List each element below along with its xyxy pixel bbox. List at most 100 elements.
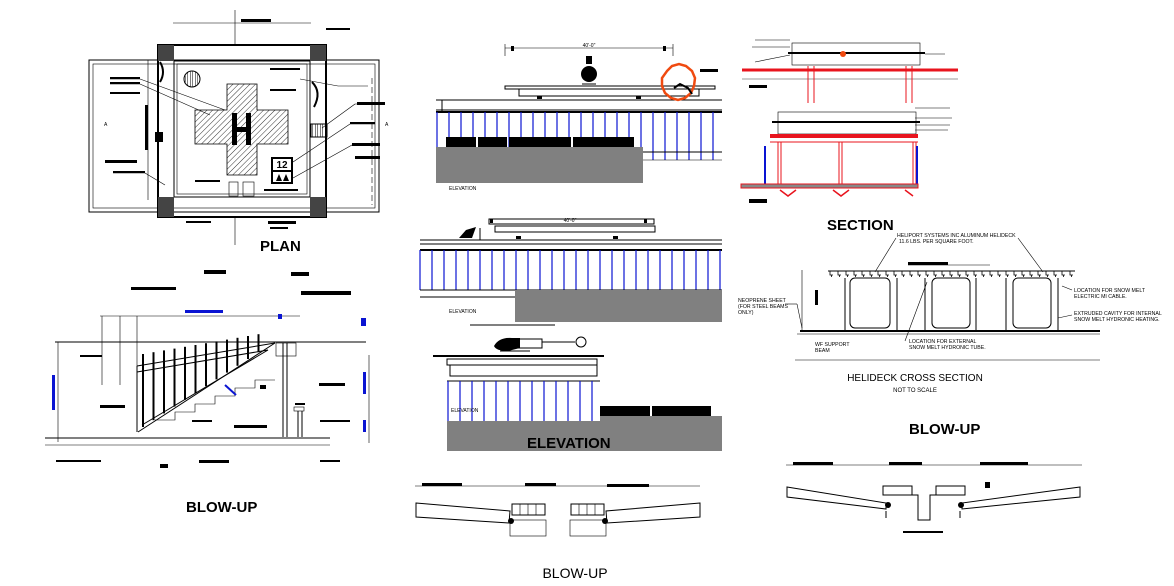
blowup-right-title: BLOW-UP xyxy=(909,421,980,438)
section-red-posts-bottom xyxy=(777,142,917,188)
deck-tooth xyxy=(997,271,1001,277)
deck-tooth xyxy=(869,271,873,277)
plan-section-marker-left: A xyxy=(104,122,108,128)
note-cavity-line2: SNOW MELT HYDRONIC HEATING. xyxy=(1074,317,1160,323)
elevation-top-dark-band xyxy=(446,137,634,147)
elevation-bottom-ground xyxy=(447,416,722,451)
helicopter-side-icon xyxy=(494,336,587,352)
deck-tooth xyxy=(829,271,833,277)
plan-view: 12 xyxy=(88,10,389,255)
deck-tooth xyxy=(885,271,889,277)
note-neoprene-line2: (FOR STEEL BEAMS xyxy=(738,304,789,310)
blowup-bottom-left-slab xyxy=(415,502,511,524)
note-electric-line1: LOCATION FOR SNOW MELT xyxy=(1074,288,1146,294)
deck-tooth xyxy=(837,271,841,277)
blowup-bottom-right-slab xyxy=(605,502,701,524)
elevation-middle-wall-ribs xyxy=(419,250,721,290)
deck-tooth xyxy=(989,271,993,277)
plan-corner-columns xyxy=(158,45,326,217)
note-cavity-line1: EXTRUDED CAVITY FOR INTERNAL xyxy=(1074,311,1162,317)
plan-door-right xyxy=(242,181,255,197)
deck-tooth xyxy=(949,271,953,277)
elevation-middle-dimension: 40'-0" xyxy=(564,218,577,224)
section-leaders-bottom xyxy=(915,107,952,131)
plan-sign-number: 12 xyxy=(276,160,288,171)
blowup-stair-title: BLOW-UP xyxy=(186,499,257,516)
elevation-bottom-caption: ELEVATION xyxy=(451,408,479,414)
elevation-top-caption: ELEVATION xyxy=(449,186,477,192)
note-neoprene-line1: NEOPRENE SHEET xyxy=(738,298,787,304)
deck-tooth xyxy=(861,271,865,277)
deck-tooth xyxy=(1029,271,1033,277)
elevation-middle-caption: ELEVATION xyxy=(449,309,477,315)
deck-tooth xyxy=(941,271,945,277)
plan-section-marker-right: A xyxy=(385,122,389,128)
deck-tooth xyxy=(917,271,921,277)
stair-balusters xyxy=(142,334,260,427)
section-leaders-top xyxy=(752,39,945,63)
section-title: SECTION xyxy=(827,217,894,234)
deck-tooth xyxy=(1013,271,1017,277)
note-helideck-weight: 11.6 LBS. PER SQUARE FOOT. xyxy=(899,239,974,245)
blowup-bottom-title: BLOW-UP xyxy=(542,565,607,581)
deck-tooth xyxy=(877,271,881,277)
deck-tooth xyxy=(965,271,969,277)
deck-cells xyxy=(844,277,1059,330)
blowup-bottom: BLOW-UP xyxy=(415,483,701,581)
elevation-middle: 40'-0" ELEVATION xyxy=(419,218,722,322)
plan-sign-box: 12 xyxy=(271,157,293,184)
elevation-bottom-wall-ribs xyxy=(447,381,593,421)
note-beam-line2: BEAM xyxy=(815,348,830,354)
section-red-posts-top xyxy=(807,66,913,103)
plan-helipad-edge xyxy=(173,60,311,198)
elevation-bottom: ELEVATION ELEVATION xyxy=(433,324,722,452)
deck-tooth xyxy=(957,271,961,277)
deck-tooth xyxy=(1053,271,1057,277)
plan-title: PLAN xyxy=(260,238,301,255)
deck-tooth xyxy=(1061,271,1065,277)
plan-label-bars xyxy=(105,28,385,229)
plan-light-icon xyxy=(183,70,201,88)
plan-slab-outline xyxy=(88,59,380,213)
deck-tooth xyxy=(981,271,985,277)
deck-tooth xyxy=(1069,271,1073,277)
blowup-right-left-slab xyxy=(786,486,887,510)
note-beam-line1: WF SUPPORT xyxy=(815,342,850,348)
deck-tooth xyxy=(845,271,849,277)
plan-h-marking xyxy=(232,113,251,145)
deck-tooth xyxy=(853,271,857,277)
deck-tooth xyxy=(901,271,905,277)
section-view: SECTION xyxy=(740,39,958,234)
helideck-leaders xyxy=(785,237,1073,342)
deck-tooth xyxy=(909,271,913,277)
elevation-middle-ground xyxy=(515,290,722,322)
helideck-cross-section: HELIPORT SYSTEMS INC ALUMINUM HELIDECK 1… xyxy=(738,233,1162,394)
deck-tooth xyxy=(925,271,929,277)
helideck-cross-section-title: HELIDECK CROSS SECTION xyxy=(847,373,983,384)
blowup-stair: BLOW-UP xyxy=(45,270,370,516)
deck-tooth xyxy=(973,271,977,277)
deck-tooth xyxy=(893,271,897,277)
plan-helipad-inner xyxy=(176,63,308,195)
note-electric-line2: ELECTRIC MI CABLE. xyxy=(1074,294,1127,300)
deck-tooth xyxy=(1021,271,1025,277)
deck-plank-teeth xyxy=(829,271,1073,277)
stair-label-bars xyxy=(56,270,351,468)
elevation-top-dimension: 40'-0" xyxy=(583,43,596,49)
blowup-right-right-slab xyxy=(961,486,1081,510)
note-external-line2: SNOW MELT HYDRONIC TUBE. xyxy=(909,345,986,351)
note-helideck-material: HELIPORT SYSTEMS INC ALUMINUM HELIDECK xyxy=(897,233,1016,239)
plan-door-left xyxy=(228,181,239,197)
note-neoprene-line3: ONLY) xyxy=(738,310,754,316)
helideck-cross-section-subtitle: NOT TO SCALE xyxy=(893,388,937,394)
deck-tooth xyxy=(1005,271,1009,277)
deck-tooth xyxy=(933,271,937,277)
deck-tooth xyxy=(1037,271,1041,277)
helicopter-front-icon xyxy=(581,56,597,85)
elevation-bottom-title: ELEVATION xyxy=(527,435,611,452)
note-external-line1: LOCATION FOR EXTERNAL xyxy=(909,339,976,345)
elevation-top: 40'-0" ELEVATION xyxy=(436,43,722,192)
blowup-right: BLOW-UP xyxy=(786,421,1082,533)
stair-treads xyxy=(155,379,275,421)
